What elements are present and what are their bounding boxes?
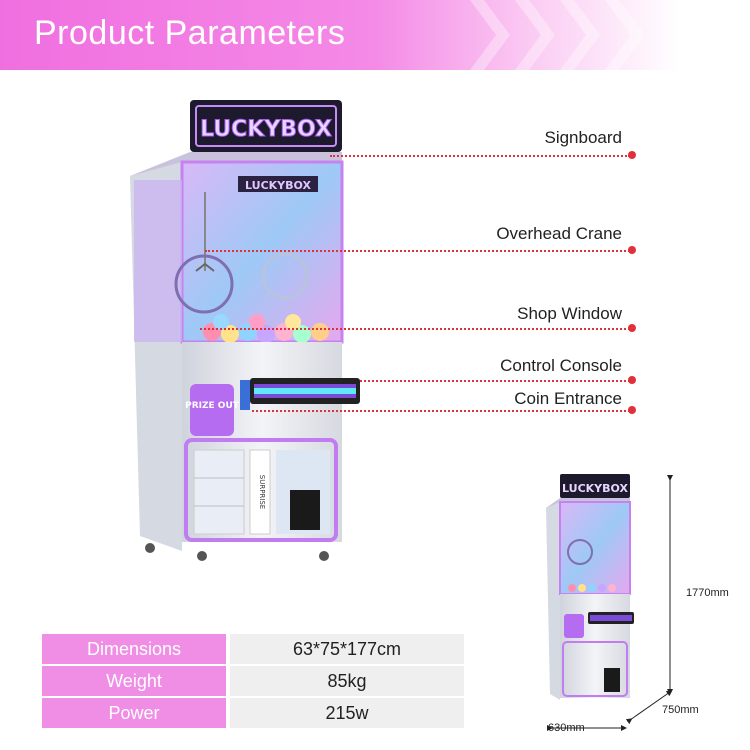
signboard-logo: LUCKYBOX [200, 117, 332, 142]
spec-value: 63*75*177cm [230, 634, 464, 664]
callout-dot [628, 246, 636, 254]
dimension-lines [547, 475, 673, 731]
spec-key: Power [42, 698, 226, 728]
small-signboard-logo: LUCKYBOX [562, 482, 628, 495]
callout-label: Control Console [500, 356, 622, 375]
callout-dot [628, 151, 636, 159]
banner-chevron-decoration [515, 0, 555, 70]
callout-dot [628, 376, 636, 384]
spec-key: Dimensions [42, 634, 226, 664]
spec-value: 85kg [230, 666, 464, 696]
banner-chevron-decoration [605, 0, 645, 70]
callout-label: Signboard [544, 128, 622, 147]
claw-machine-image: LUCKYBOX LUCKYBOX PRIZE OUT SURPRISE [130, 100, 360, 561]
signboard [190, 100, 342, 152]
callout-label: Coin Entrance [514, 389, 622, 408]
callout-label: Shop Window [517, 304, 622, 323]
spec-row-dimensions: Dimensions 63*75*177cm [42, 634, 464, 664]
depth-dimension: 750mm [662, 704, 699, 716]
callout-label: Overhead Crane [496, 224, 622, 243]
callout-dot [628, 324, 636, 332]
dimension-diagram-machine: LUCKYBOX [546, 474, 634, 700]
coin-entrance [240, 380, 250, 410]
height-dimension: 1770mm [686, 587, 729, 599]
header-banner: Product Parameters [0, 0, 680, 70]
prize-out-label: PRIZE OUT [185, 401, 240, 411]
inner-sign: LUCKYBOX [245, 179, 311, 192]
spec-row-weight: Weight 85kg [42, 666, 464, 696]
spec-row-power: Power 215w [42, 698, 464, 728]
callout-dot [628, 406, 636, 414]
spec-value: 215w [230, 698, 464, 728]
banner-chevron-decoration [560, 0, 600, 70]
surprise-label: SURPRISE [258, 475, 266, 509]
spec-key: Weight [42, 666, 226, 696]
page-title: Product Parameters [34, 14, 346, 52]
width-dimension: 630mm [548, 722, 585, 734]
banner-chevron-decoration [470, 0, 510, 70]
spec-table: Dimensions 63*75*177cm Weight 85kg Power… [42, 634, 464, 730]
